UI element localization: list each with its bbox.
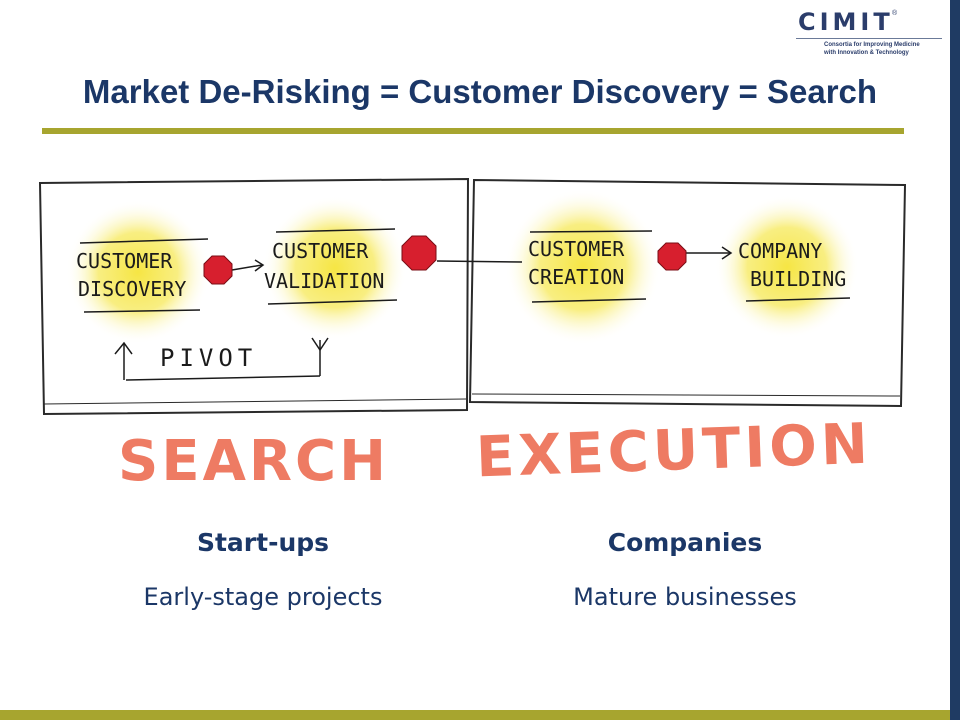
node-dot-1: [203, 255, 233, 285]
slide-title: Market De-Risking = Customer Discovery =…: [82, 73, 878, 110]
column-companies: Companies Mature businesses: [515, 0, 855, 611]
pivot-loop: PIVOT: [114, 337, 329, 381]
frame-sketch-line: [471, 393, 901, 397]
node-label-line: VALIDATION: [264, 269, 384, 293]
logo-wordmark: CIMIT: [798, 8, 894, 36]
node-customer-discovery: CUSTOMER DISCOVERY: [76, 238, 209, 313]
glow-discovery: [66, 200, 210, 344]
search-execution-sketch: CUSTOMER DISCOVERY CUSTOMER VALIDATION C…: [38, 177, 907, 494]
node-customer-validation: CUSTOMER VALIDATION: [264, 228, 398, 305]
frame-sketch-line: [43, 398, 467, 405]
node-label-line: DISCOVERY: [78, 277, 186, 301]
node-label-line: CREATION: [528, 265, 624, 289]
column-startups: Start-ups Early-stage projects: [93, 0, 433, 611]
node-label-line: BUILDING: [750, 267, 846, 291]
column-subheading: Mature businesses: [573, 583, 797, 611]
column-subheading: Early-stage projects: [143, 583, 383, 611]
column-heading: Start-ups: [196, 528, 330, 557]
logo-subtitle-line1: Consortia for Improving Medicine: [824, 42, 920, 48]
glow-creation: [505, 189, 661, 345]
phase-search-label: SEARCH: [118, 429, 389, 494]
node-dot-2: [401, 235, 437, 271]
glow-building: [715, 195, 859, 339]
cimit-logo: CIMIT ® Consortia for Improving Medicine…: [790, 8, 942, 60]
node-company-building: COMPANY BUILDING: [738, 239, 851, 302]
execution-frame: [468, 178, 907, 408]
pivot-label: PIVOT: [160, 344, 257, 372]
logo-registered-mark: ®: [892, 10, 898, 17]
logo-subtitle: Consortia for Improving Medicine with In…: [824, 41, 940, 57]
bottom-accent-rule: [0, 710, 950, 720]
title-underline: [42, 128, 904, 134]
node-dot-3: [657, 242, 687, 271]
arrowhead: [254, 259, 265, 272]
right-accent-bar: [950, 0, 960, 720]
connector-validation-to-creation: [436, 260, 523, 263]
node-label-line: CUSTOMER: [528, 237, 625, 261]
arrow-discovery-to-validation: [231, 264, 263, 271]
logo-rule: [796, 38, 942, 39]
search-frame: [38, 177, 470, 416]
node-customer-creation: CUSTOMER CREATION: [528, 230, 653, 303]
node-label-line: COMPANY: [738, 239, 822, 263]
node-label-line: CUSTOMER: [76, 249, 173, 273]
column-heading: Companies: [607, 528, 763, 557]
arrowhead: [721, 246, 733, 260]
node-label-line: CUSTOMER: [272, 239, 369, 263]
logo-subtitle-line2: with Innovation & Technology: [824, 50, 909, 56]
phase-execution-label: EXECUTION: [475, 412, 873, 491]
